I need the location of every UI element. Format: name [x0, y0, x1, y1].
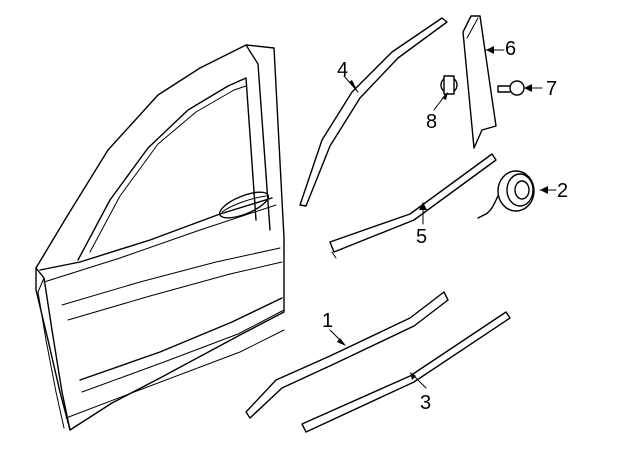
- callout-label-3: 3: [420, 392, 431, 414]
- callout-label-1: 1: [322, 310, 333, 332]
- part-7-bolt: [497, 80, 543, 96]
- callout-label-7: 7: [546, 78, 557, 100]
- part-1-body-side-moulding: [245, 291, 449, 419]
- part-5-belt-moulding: [329, 153, 497, 259]
- front-door-illustration: [35, 44, 285, 431]
- callout-labels: 1 2 3 4 5 6 7 8: [322, 38, 568, 414]
- part-8-clip: [433, 75, 458, 111]
- callout-label-4: 4: [337, 59, 348, 81]
- callout-label-8: 8: [426, 111, 437, 133]
- callout-label-5: 5: [416, 226, 427, 248]
- part-4-upper-frame-moulding: [299, 17, 448, 207]
- part-3-lower-moulding: [301, 311, 511, 433]
- part-6-pillar-applique: [462, 15, 505, 149]
- part-2-adhesive-tape-roll: [477, 170, 557, 219]
- callout-label-6: 6: [505, 38, 516, 60]
- callout-label-2: 2: [557, 180, 568, 202]
